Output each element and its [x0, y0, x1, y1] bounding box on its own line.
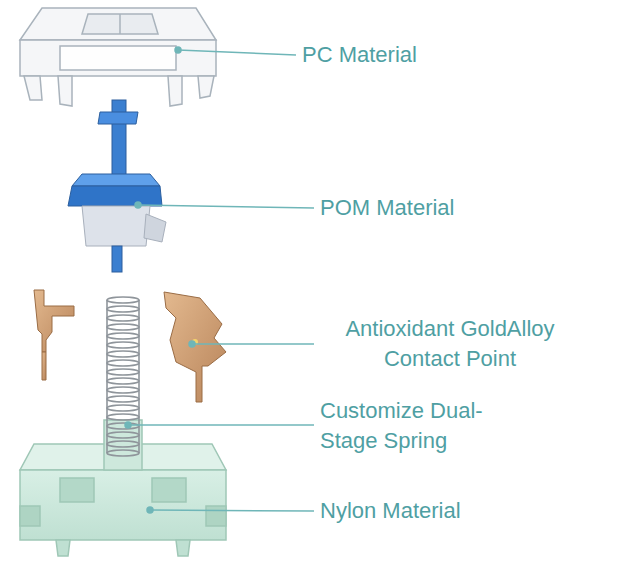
- stem: [68, 100, 166, 272]
- top-housing: [20, 8, 216, 106]
- part-label: Nylon Material: [320, 496, 620, 526]
- leader-lines: [125, 47, 314, 513]
- part-label: Antioxidant GoldAlloy Contact Point: [320, 314, 580, 374]
- spring: [107, 297, 139, 456]
- part-label: Customize Dual-Stage Spring: [320, 396, 530, 456]
- bottom-housing: [20, 420, 226, 556]
- part-label: PC Material: [302, 40, 602, 70]
- contact-leaves: [34, 290, 226, 402]
- part-label: POM Material: [320, 193, 620, 223]
